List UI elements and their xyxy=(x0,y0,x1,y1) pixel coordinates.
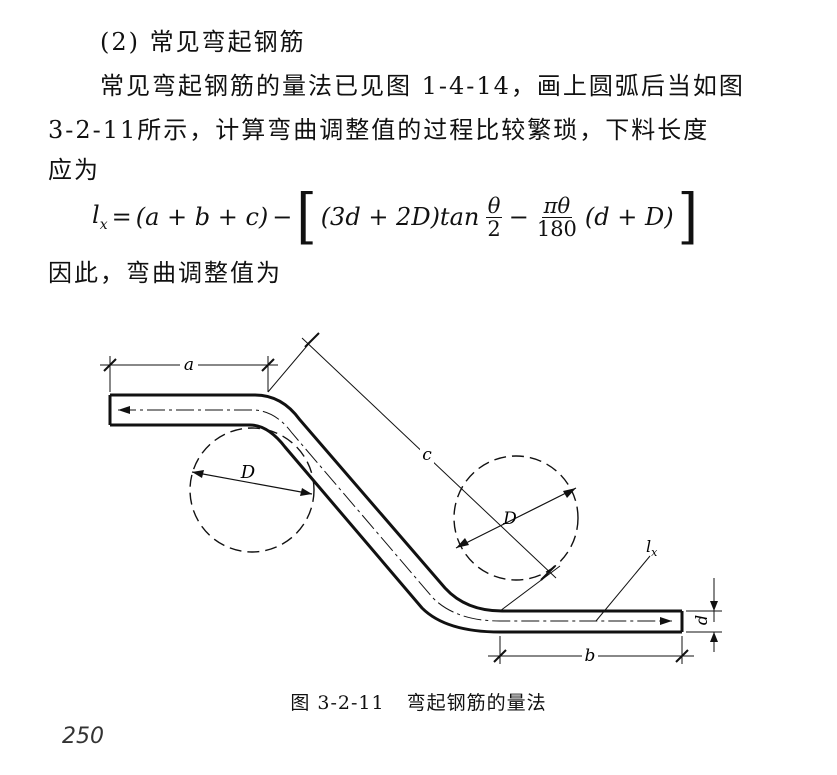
dim-D-left-label: D xyxy=(240,462,256,483)
dim-c-tick-bottom xyxy=(540,565,556,581)
paragraph-line-2: 3-2-11所示，计算弯曲调整值的过程比较繁琐，下料长度 xyxy=(48,116,710,144)
fraction2-denominator: 180 xyxy=(536,216,577,241)
dim-b-label: b xyxy=(585,646,596,666)
formula-term2: (d + D) xyxy=(584,203,674,231)
bend-circle-right xyxy=(453,455,579,581)
dim-c-tick-top xyxy=(304,332,320,348)
lx-label: lx xyxy=(646,537,658,559)
dim-d-label: d xyxy=(692,615,711,625)
dim-a-tick-right xyxy=(261,358,275,372)
formula-minus: − xyxy=(272,203,293,231)
fraction1-numerator: θ xyxy=(485,193,503,218)
cutting-length-formula: lx = (a + b + c) − [ (3d + 2D)tan θ 2 − … xyxy=(92,186,698,248)
formula-minus-2: − xyxy=(508,203,529,231)
rebar-top-edge xyxy=(110,393,682,613)
bend-circle-left xyxy=(189,427,315,553)
rebar-center-line xyxy=(118,409,672,622)
formula-left-bracket: [ xyxy=(296,182,317,252)
dim-D-right-arrow-a xyxy=(456,538,469,548)
formula-fraction-theta-half: θ 2 xyxy=(485,193,503,241)
dim-b-tick-right xyxy=(675,649,689,663)
formula-sum: (a + b + c) xyxy=(135,203,269,231)
formula-term1: (3d + 2D)tan xyxy=(320,203,480,231)
formula-equals: = xyxy=(111,203,132,231)
formula-lhs-subscript: x xyxy=(99,217,108,233)
page-number: 250 xyxy=(62,724,104,749)
formula-lhs: lx xyxy=(92,201,108,233)
dim-a-tick-left xyxy=(103,358,117,372)
dim-c-label: c xyxy=(422,445,432,465)
paragraph-line-3: 应为 xyxy=(48,156,100,184)
dim-c-ext-bottom xyxy=(499,565,561,612)
bent-rebar-figure: a c D D lx d b xyxy=(100,332,722,666)
paragraph-line-1: 常见弯起钢筋的量法已见图 1-4-14，画上圆弧后当如图 xyxy=(100,72,745,100)
rebar-bottom-edge xyxy=(110,423,682,634)
center-arrow-right xyxy=(660,617,672,625)
dim-D-left-arrow-b xyxy=(300,488,312,496)
fraction1-denominator: 2 xyxy=(487,216,501,241)
section-heading: (2) 常见弯起钢筋 xyxy=(100,28,306,56)
dim-c-ext-top xyxy=(267,339,313,393)
dim-b-tick-left xyxy=(493,649,507,663)
figure-caption: 图 3-2-11 弯起钢筋的量法 xyxy=(0,688,837,715)
fraction2-numerator: πθ xyxy=(541,193,573,218)
formula-fraction-pi-theta: πθ 180 xyxy=(535,195,579,240)
dim-D-right-label: D xyxy=(502,509,517,529)
paragraph-after-formula: 因此，弯曲调整值为 xyxy=(48,259,282,287)
lx-leader xyxy=(595,555,651,622)
dim-D-left-line xyxy=(191,471,313,495)
dim-D-right-arrow-b xyxy=(563,488,576,498)
center-arrow-left xyxy=(118,406,130,414)
dim-a-label: a xyxy=(184,355,194,375)
dim-D-left-arrow-a xyxy=(192,470,204,478)
dim-d-arrow-top xyxy=(710,601,718,611)
figure-caption-number: 图 3-2-11 xyxy=(290,692,385,714)
figure-caption-text: 弯起钢筋的量法 xyxy=(406,692,547,714)
formula-right-bracket: ] xyxy=(677,182,698,252)
dim-D-right-line xyxy=(455,487,577,549)
